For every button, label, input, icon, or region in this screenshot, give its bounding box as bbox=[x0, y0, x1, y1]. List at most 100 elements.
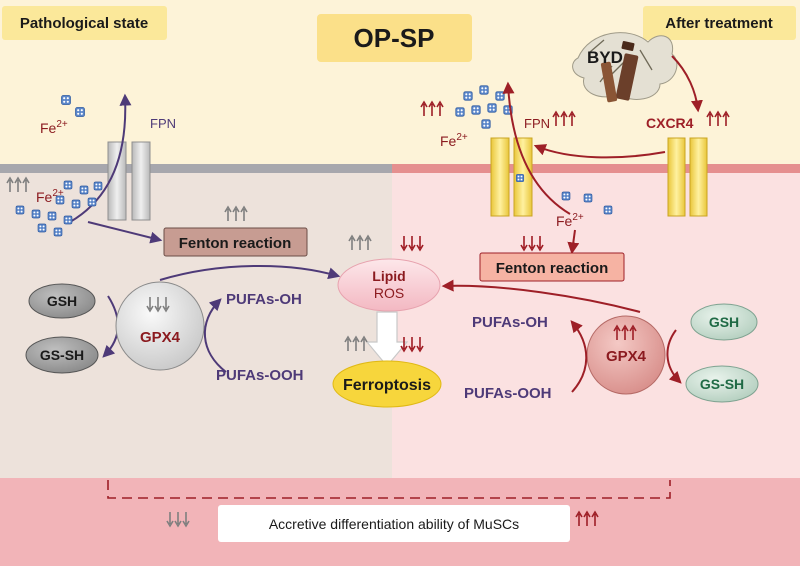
byd-to-cxcr4-arrow bbox=[671, 55, 703, 113]
op-sp-title: OP-SP bbox=[354, 23, 435, 53]
iron-particle-icon bbox=[487, 103, 497, 113]
left-gpx4-cycle-arrow bbox=[204, 298, 227, 373]
left-pufas-ooh-label: PUFAs-OOH bbox=[216, 367, 304, 384]
pathological-state-box bbox=[2, 6, 167, 40]
iron-particle-icon bbox=[603, 205, 613, 215]
right-pufas-ooh-label: PUFAs-OOH bbox=[464, 385, 552, 402]
fpn-channel-icon bbox=[131, 141, 151, 221]
right-fe-top-label: Fe2+ bbox=[440, 132, 468, 149]
lipid-gray-up-arrows bbox=[348, 235, 372, 251]
left-fenton-box bbox=[163, 227, 308, 257]
fpn-channel-icon bbox=[107, 141, 127, 221]
right-membrane bbox=[392, 164, 800, 173]
left-fpn-label: FPN bbox=[150, 116, 176, 131]
iron-particle-icon bbox=[463, 91, 473, 101]
bottom-dashed-bracket bbox=[107, 480, 671, 499]
fpn-channel-icon bbox=[689, 137, 708, 217]
left-fenton-label: Fenton reaction bbox=[179, 235, 292, 252]
left-extracellular-iron: Fe2+ bbox=[40, 95, 85, 136]
bottom-gray-down-arrows bbox=[166, 511, 190, 527]
ferroptosis-red-down-arrows bbox=[400, 336, 424, 352]
right-iron-export-arrow bbox=[502, 81, 571, 215]
right-gssh-label: GS-SH bbox=[700, 376, 744, 392]
iron-particle-icon bbox=[55, 195, 65, 205]
left-gpx4-node bbox=[115, 281, 205, 371]
ferroptosis-gray-up-arrows bbox=[344, 336, 368, 352]
right-gpx4-label: GPX4 bbox=[606, 348, 647, 365]
iron-particle-icon bbox=[561, 191, 571, 201]
result-label: Accretive differentiation ability of MuS… bbox=[269, 516, 519, 532]
iron-particle-icon bbox=[63, 180, 73, 190]
lipid-ros-node bbox=[337, 258, 441, 312]
right-gsh-cycle-arrow bbox=[666, 329, 682, 384]
iron-particle-icon bbox=[583, 193, 593, 203]
iron-particle-icon bbox=[495, 91, 505, 101]
pathological-state-label: Pathological state bbox=[20, 15, 148, 32]
right-fenton-label: Fenton reaction bbox=[496, 260, 609, 277]
right-fe-inner-label: Fe2+ bbox=[556, 212, 584, 229]
iron-particle-icon bbox=[15, 205, 25, 215]
left-iron-to-fenton-arrow bbox=[87, 221, 163, 244]
byd-herbal-icon bbox=[572, 32, 678, 103]
right-fpn-label: FPN bbox=[524, 116, 550, 131]
fpn-channel-icon bbox=[490, 137, 510, 217]
lipid-label: Lipid bbox=[372, 268, 405, 284]
iron-particle-icon bbox=[75, 107, 85, 117]
lipid-red-down-arrows bbox=[400, 235, 424, 251]
bottom-red-up-arrows bbox=[575, 511, 599, 527]
iron-particle-icon bbox=[515, 173, 525, 183]
left-fenton-to-lipid-arrow bbox=[159, 265, 341, 281]
iron-particle-icon bbox=[87, 197, 97, 207]
cxcr4-label: CXCR4 bbox=[646, 115, 694, 131]
left-gssh-node bbox=[25, 336, 99, 374]
iron-particle-icon bbox=[53, 227, 63, 237]
left-gpx4-label: GPX4 bbox=[140, 329, 181, 346]
left-gsh-label: GSH bbox=[47, 293, 77, 309]
iron-particle-icon bbox=[61, 95, 71, 105]
iron-particle-icon bbox=[47, 211, 57, 221]
iron-particle-icon bbox=[31, 209, 41, 219]
byd-label: BYD bbox=[587, 48, 623, 67]
iron-particle-icon bbox=[37, 223, 47, 233]
cxcr4-receptor bbox=[667, 137, 708, 217]
left-fe-gray-up-arrows bbox=[6, 177, 30, 193]
right-fpn-red-up-arrows bbox=[552, 111, 576, 127]
right-gpx4-to-lipid-arrow bbox=[441, 279, 641, 313]
iron-particle-icon bbox=[471, 105, 481, 115]
left-pufas-oh-label: PUFAs-OH bbox=[226, 291, 302, 308]
left-gssh-label: GS-SH bbox=[40, 347, 84, 363]
right-pufas-cycle-arrow bbox=[570, 320, 588, 393]
op-sp-box bbox=[317, 14, 472, 62]
after-treatment-label: After treatment bbox=[665, 15, 773, 32]
left-gpx4-gray-down-arrows bbox=[146, 296, 170, 312]
left-fpn-channel bbox=[107, 141, 151, 221]
iron-particle-icon bbox=[481, 119, 491, 129]
right-iron-to-fenton-arrow bbox=[567, 229, 580, 255]
left-fe-membrane-label: Fe2+ bbox=[36, 188, 64, 205]
iron-particle-icon bbox=[71, 199, 81, 209]
iron-particle-icon bbox=[63, 215, 73, 225]
iron-particle-icon bbox=[455, 107, 465, 117]
left-membrane bbox=[0, 164, 392, 173]
right-fenton-red-down-arrows bbox=[520, 235, 544, 251]
right-fe-red-up-arrows bbox=[420, 101, 444, 117]
cxcr4-to-fpn-arrow bbox=[533, 144, 666, 159]
iron-particle-icon bbox=[479, 85, 489, 95]
left-iron-export-arrow bbox=[69, 93, 132, 223]
left-gsh-node bbox=[28, 283, 96, 319]
result-box bbox=[218, 505, 570, 542]
iron-particle-icon bbox=[79, 185, 89, 195]
after-treatment-box bbox=[643, 6, 796, 40]
left-fe-label: Fe2+ bbox=[40, 119, 68, 136]
right-fenton-box bbox=[479, 252, 625, 282]
right-gsh-label: GSH bbox=[709, 314, 739, 330]
right-pufas-oh-label: PUFAs-OH bbox=[472, 314, 548, 331]
left-fenton-gray-up-arrows bbox=[224, 206, 248, 222]
ferroptosis-label: Ferroptosis bbox=[343, 377, 431, 394]
fpn-channel-icon bbox=[667, 137, 686, 217]
lipid-to-ferroptosis-arrow bbox=[365, 311, 409, 367]
right-gssh-node bbox=[685, 365, 759, 403]
right-gpx4-red-up-arrows bbox=[613, 325, 637, 341]
ferroptosis-node bbox=[332, 360, 442, 408]
